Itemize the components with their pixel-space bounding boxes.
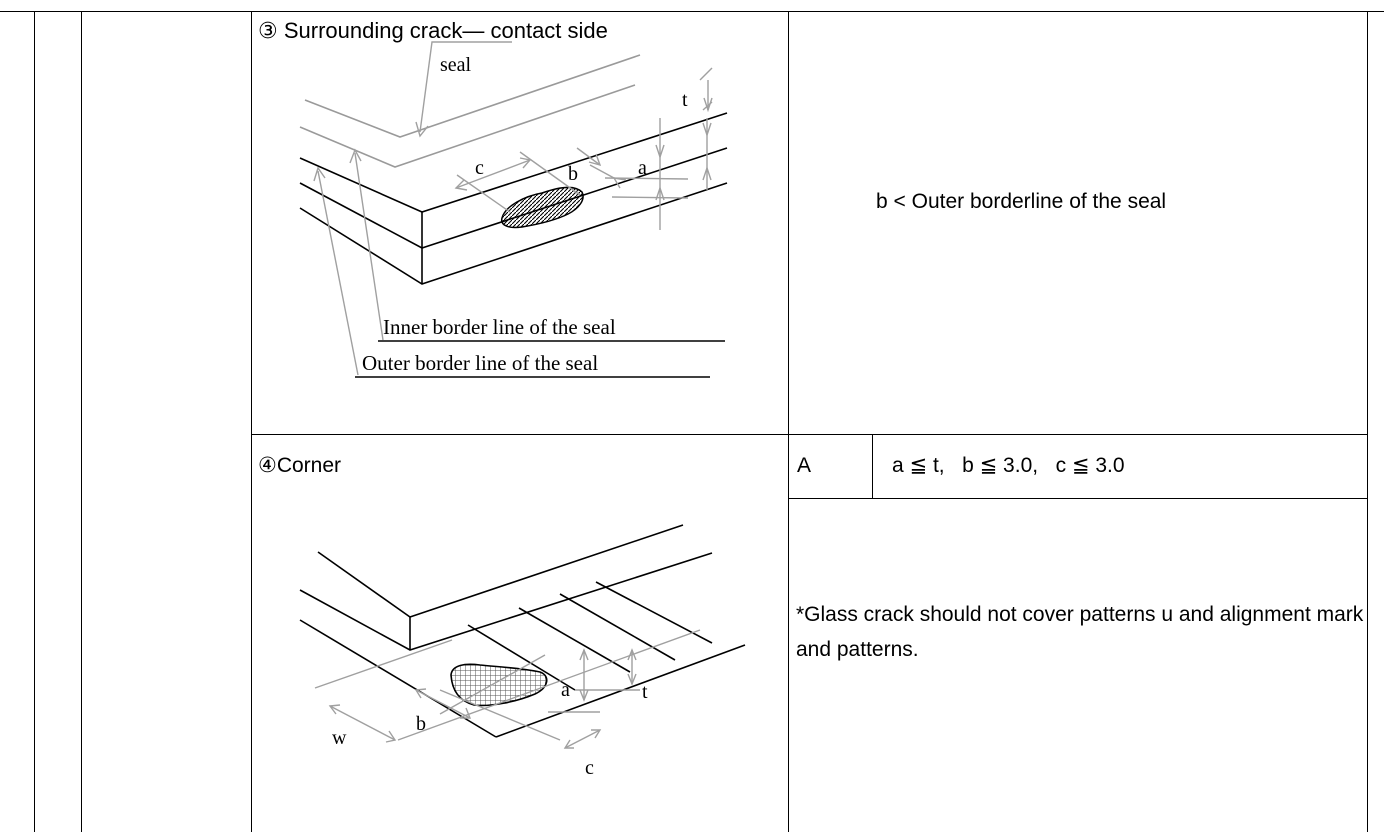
table-right-border [1367,12,1368,832]
row-divider [251,434,1367,435]
column-divider-3 [788,12,789,832]
corner-w-label: w [332,727,347,749]
outer-border-label: Outer border line of the seal [362,351,598,375]
table-left-border [34,12,35,832]
column-divider-1 [81,12,82,832]
grade-column-divider [872,434,873,498]
corner-heading: ④Corner [258,454,342,477]
corner-b-label: b [416,713,426,735]
corner-t-label: t [642,681,648,703]
table-top-border [0,11,1384,12]
inner-border-label: Inner border line of the seal [383,315,616,339]
corner-criterion: a ≦ t, b ≦ 3.0, c ≦ 3.0 [892,454,1125,477]
crack-heading: ③ Surrounding crack— contact side [258,18,608,43]
crack-c-label: c [475,157,484,179]
criterion-row-divider [788,498,1367,499]
corner-c-label: c [585,757,594,779]
crack-b-label: b [568,163,578,185]
corner-crack-figure: a t b w c [299,524,746,779]
corner-grade: A [797,454,812,477]
surrounding-crack-figure: seal t c b a Inner border line of the se… [299,41,728,378]
crack-shape [500,186,584,229]
thickness-label: t [682,89,688,111]
column-divider-2 [251,12,252,832]
crack-a-label: a [638,157,647,179]
crack-criterion: b < Outer borderline of the seal [876,190,1167,213]
corner-a-label: a [561,679,570,701]
seal-label: seal [440,54,472,76]
corner-note: *Glass crack should not cover patterns u… [796,603,1364,661]
